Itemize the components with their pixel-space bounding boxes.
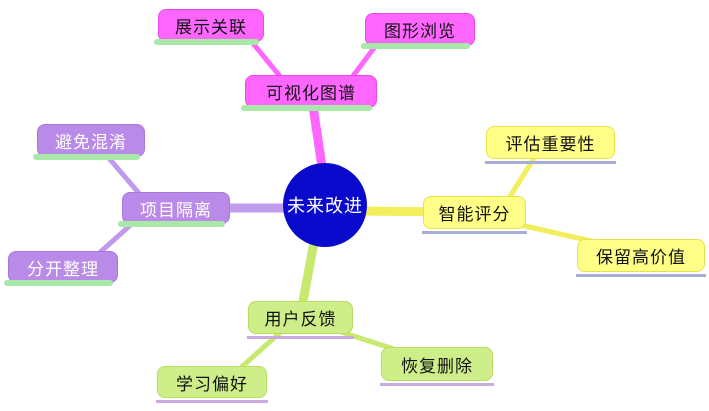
node-keep-high-value[interactable]: 保留高价值: [576, 239, 706, 277]
node-evaluate-importance[interactable]: 评估重要性: [485, 126, 616, 164]
node-user-feedback[interactable]: 用户反馈: [247, 301, 354, 339]
node-show-associations[interactable]: 展示关联: [154, 9, 264, 45]
node-restore-deleted[interactable]: 恢复删除: [380, 347, 494, 386]
node-avoid-confusion[interactable]: 避免混淆: [33, 124, 145, 160]
node-project-isolation[interactable]: 项目隔离: [118, 192, 230, 227]
node-learn-preferences[interactable]: 学习偏好: [156, 366, 268, 403]
node-graph-browse[interactable]: 图形浏览: [361, 13, 475, 49]
edge-scoring-evaluate-importance: [504, 150, 541, 203]
node-smart-scoring[interactable]: 智能评分: [422, 196, 527, 234]
node-visualization-map[interactable]: 可视化图谱: [241, 75, 377, 111]
root-node[interactable]: 未来改进: [283, 163, 367, 247]
node-separate-organize[interactable]: 分开整理: [4, 251, 118, 286]
